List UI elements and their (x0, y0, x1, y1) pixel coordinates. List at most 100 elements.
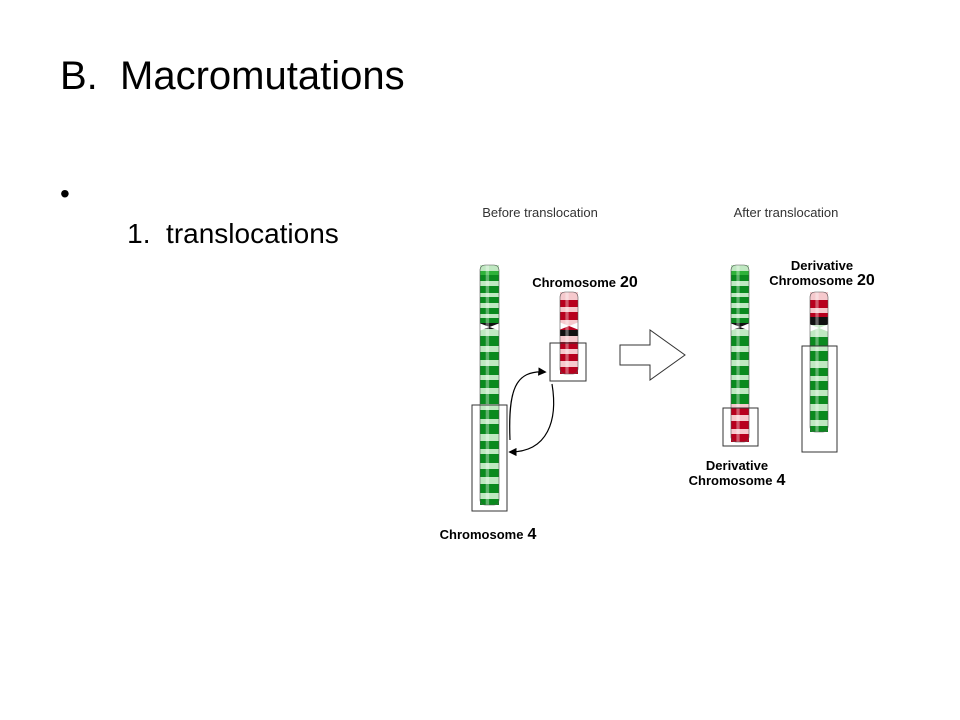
chromosome-band (560, 320, 578, 326)
chromosome-band (480, 419, 499, 424)
band-highlight (485, 329, 490, 336)
centromere-pinch (559, 322, 579, 330)
band-highlight (485, 336, 490, 346)
band-highlight (736, 286, 740, 293)
chromosome-band (731, 394, 749, 404)
band-highlight (815, 292, 819, 300)
band-highlight (485, 286, 490, 293)
band-highlight (815, 346, 819, 351)
after-translocation-heading: After translocation (734, 205, 839, 220)
chromosome-band (731, 329, 749, 336)
band-highlight (565, 354, 569, 361)
band-highlight (736, 329, 740, 336)
band-highlight (485, 493, 490, 499)
band-highlight (485, 410, 490, 419)
chromosome-band (480, 271, 499, 275)
band-highlight (736, 318, 740, 323)
exchange-arrow-down (508, 383, 555, 457)
band-highlight (815, 308, 819, 313)
chromosome-band (480, 484, 499, 493)
chromosome-band (810, 308, 828, 313)
chromosome-band (480, 360, 499, 366)
band-highlight (485, 281, 490, 286)
band-highlight (736, 360, 740, 366)
chromosome-band (480, 346, 499, 352)
derivative-chromosome-4 (730, 264, 750, 443)
band-highlight (485, 346, 490, 352)
chromosome-band (480, 404, 499, 410)
chromosome-band (731, 308, 749, 314)
chromosome-band (731, 336, 749, 346)
band-highlight (485, 265, 490, 271)
band-highlight (815, 317, 819, 325)
chromosome-band (731, 281, 749, 286)
chromosome-band (731, 286, 749, 293)
band-highlight (736, 434, 740, 442)
chromosome-band (480, 303, 499, 308)
chromosome-band (560, 307, 578, 312)
chromosome-band (480, 449, 499, 454)
chromosome-band (810, 351, 828, 361)
band-highlight (485, 404, 490, 410)
band-highlight (815, 396, 819, 404)
chromosome-band (810, 292, 828, 300)
chromosome-band (810, 337, 828, 346)
chromosome-band (480, 375, 499, 380)
band-highlight (485, 434, 490, 441)
band-highlight (485, 454, 490, 463)
band-highlight (485, 499, 490, 505)
centromere-pinch (479, 323, 500, 331)
band-highlight (736, 275, 740, 281)
chromosome-band (731, 265, 749, 271)
band-highlight (485, 271, 490, 275)
chromosome-outline (479, 264, 500, 506)
band-highlight (736, 336, 740, 346)
band-highlight (736, 429, 740, 434)
band-highlight (565, 292, 569, 300)
chromosome-band (731, 380, 749, 388)
chromosome-band (810, 368, 828, 376)
chromosome-band (731, 408, 749, 415)
band-highlight (485, 275, 490, 281)
band-highlight (815, 331, 819, 337)
chromosome-band (810, 381, 828, 390)
chromosome-band (810, 376, 828, 381)
band-highlight (815, 420, 819, 426)
chromosome-band (480, 329, 499, 336)
band-highlight (565, 300, 569, 307)
chromosome-band (731, 303, 749, 308)
band-highlight (736, 303, 740, 308)
band-highlight (815, 361, 819, 368)
chromosome-band (731, 318, 749, 323)
chromosome-band (480, 297, 499, 303)
chromosome-band (480, 293, 499, 297)
chromosome-band (731, 375, 749, 380)
chromosome-band (480, 388, 499, 394)
band-highlight (485, 352, 490, 360)
chromosome-20-segment-box (549, 342, 587, 382)
chromosome-band (731, 429, 749, 434)
chromosome-band (731, 271, 749, 275)
chromosome-band (480, 323, 499, 329)
band-highlight (485, 449, 490, 454)
chromosome-band (731, 346, 749, 352)
band-highlight (565, 312, 569, 320)
band-highlight (485, 419, 490, 424)
band-highlight (485, 303, 490, 308)
band-highlight (565, 320, 569, 326)
band-highlight (485, 360, 490, 366)
centromere-pinch (809, 324, 829, 332)
band-highlight (485, 293, 490, 297)
band-highlight (815, 351, 819, 361)
band-highlight (485, 484, 490, 493)
band-highlight (736, 308, 740, 314)
chromosome-band (731, 275, 749, 281)
derivative-chromosome-20-label-line1: Derivative (791, 258, 853, 273)
band-highlight (736, 366, 740, 375)
chromosome-band (480, 441, 499, 449)
chromosome-band (810, 361, 828, 368)
